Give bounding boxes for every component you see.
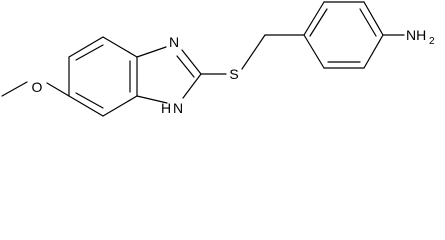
amine-h-symbol: H bbox=[416, 27, 426, 43]
imidazole-bond-n-c2 bbox=[181, 49, 202, 75]
benzo-bond-6 bbox=[68, 95, 104, 117]
benzo-bond-6-inner bbox=[75, 92, 104, 109]
benzo-bond-5 bbox=[102, 95, 138, 117]
methyl-bond bbox=[1, 81, 28, 97]
sulfur-label: S bbox=[229, 66, 238, 82]
aniline-bond-1 bbox=[303, 1, 325, 36]
molecule-diagram: O N H N S bbox=[1, 1, 435, 117]
imidazole-ring: N H N bbox=[136, 34, 202, 116]
aniline-bond-1-inner bbox=[309, 8, 328, 37]
aniline-bond-4 bbox=[363, 34, 384, 69]
structure-drawing: O N H N S bbox=[1, 1, 435, 117]
ring-nitrogen-label: N bbox=[169, 34, 179, 50]
amine-n-symbol: N bbox=[406, 27, 416, 43]
amine-nitrogen-label: NH bbox=[406, 27, 426, 43]
aniline-ring bbox=[303, 1, 384, 69]
amine-h-count: 2 bbox=[429, 36, 435, 47]
benzo-bond-2-inner bbox=[75, 44, 104, 61]
methoxy-oxygen-label: O bbox=[32, 79, 43, 95]
aniline-bond-3 bbox=[363, 1, 384, 36]
methoxy-o-ring-bond bbox=[46, 82, 70, 97]
benzo-bond-2 bbox=[68, 36, 104, 58]
imidazole-bond-c2-nh bbox=[182, 73, 202, 99]
aniline-bond-6 bbox=[303, 34, 325, 69]
ring-nh-nitrogen-label: N bbox=[173, 100, 183, 116]
methoxy-group: O bbox=[1, 79, 70, 97]
benzo-ring bbox=[68, 36, 138, 117]
thioether-linker: S bbox=[200, 34, 305, 82]
ring-nh-hydrogen-label: H bbox=[161, 100, 171, 116]
imidazole-bond-n-c2-inner bbox=[176, 55, 195, 78]
imidazole-bond-c-n-top bbox=[136, 46, 167, 58]
aniline-bond-3-inner bbox=[359, 8, 377, 37]
imidazole-bond-nh-c bbox=[136, 95, 168, 104]
s-ch2-bond bbox=[241, 34, 266, 70]
amine-group: NH 2 bbox=[382, 27, 435, 47]
benzo-bond-3 bbox=[102, 36, 138, 58]
